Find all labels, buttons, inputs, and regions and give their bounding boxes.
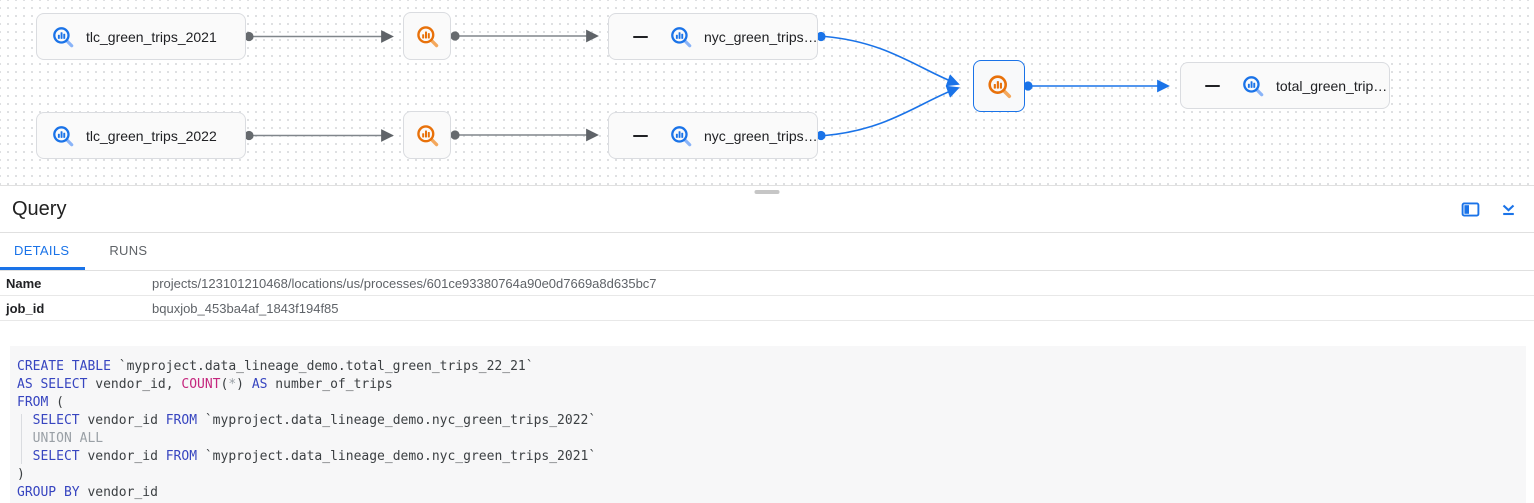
magnifier-chart-icon — [416, 25, 438, 47]
magnifier-chart-icon — [53, 125, 74, 146]
lineage-node-total-green-trips[interactable]: total_green_trip… — [1180, 62, 1390, 109]
lineage-node-nyc-green-trips-top[interactable]: nyc_green_trips… — [608, 13, 818, 60]
panel-header: Query — [0, 186, 1534, 233]
panel-title: Query — [12, 197, 67, 220]
code-line: CREATE TABLE `myproject.data_lineage_dem… — [17, 359, 534, 374]
code-line: ) — [17, 467, 25, 482]
sql-code-lines: CREATE TABLE `myproject.data_lineage_dem… — [17, 358, 1526, 502]
node-label: tlc_green_trips_2022 — [86, 127, 217, 144]
node-label: tlc_green_trips_2021 — [86, 28, 217, 45]
lineage-edges — [244, 29, 1170, 142]
details-table: Name projects/123101210468/locations/us/p… — [0, 271, 1534, 321]
panel-drag-handle[interactable] — [754, 190, 780, 194]
node-label: nyc_green_trips… — [704, 127, 817, 144]
collapse-panel-icon[interactable] — [1498, 199, 1518, 219]
code-line: AS SELECT vendor_id, COUNT(*) AS number_… — [17, 377, 393, 392]
code-line: SELECT vendor_id FROM `myproject.data_li… — [32, 449, 597, 464]
detail-label: Name — [6, 275, 42, 291]
lineage-node-process-bottom[interactable] — [403, 111, 451, 159]
lineage-node-tlc-green-trips-2022[interactable]: tlc_green_trips_2022 — [36, 112, 246, 159]
code-line: UNION ALL — [32, 431, 104, 446]
node-label: nyc_green_trips… — [704, 28, 817, 45]
magnifier-chart-icon — [416, 124, 438, 146]
sql-code-block: CREATE TABLE `myproject.data_lineage_dem… — [10, 346, 1526, 503]
tab-runs[interactable]: RUNS — [109, 243, 148, 258]
detail-value: projects/123101210468/locations/us/proce… — [152, 275, 657, 291]
lineage-node-process-top[interactable] — [403, 12, 451, 60]
magnifier-chart-icon — [1243, 75, 1264, 96]
magnifier-chart-icon — [671, 26, 692, 47]
indent-guide — [21, 414, 22, 464]
split-view-icon[interactable] — [1460, 199, 1480, 219]
collapse-columns-icon[interactable] — [633, 35, 648, 38]
panel-header-icons — [1460, 199, 1518, 219]
detail-row-job_id: job_id bquxjob_453ba4af_1843f194f85 — [0, 296, 1534, 321]
code-line: GROUP BY vendor_id — [17, 485, 158, 500]
tab-details[interactable]: DETAILS — [0, 234, 86, 270]
magnifier-chart-icon — [671, 125, 692, 146]
node-label: total_green_trip… — [1276, 77, 1388, 94]
lineage-node-process-selected[interactable] — [973, 60, 1025, 112]
code-line: FROM ( — [17, 395, 64, 410]
detail-value: bquxjob_453ba4af_1843f194f85 — [152, 300, 339, 316]
detail-row-name: Name projects/123101210468/locations/us/p… — [0, 271, 1534, 296]
panel-tabs: DETAILS RUNS — [0, 233, 1534, 271]
collapse-columns-icon[interactable] — [633, 134, 648, 137]
lineage-canvas[interactable]: tlc_green_trips_2021 nyc_green_trips… tl… — [0, 0, 1534, 186]
query-panel: Query DETAILS RUNS Name projects/123101210… — [0, 186, 1534, 503]
code-line: SELECT vendor_id FROM `myproject.data_li… — [32, 413, 597, 428]
magnifier-chart-icon — [987, 74, 1011, 98]
detail-label: job_id — [6, 300, 45, 316]
lineage-node-nyc-green-trips-bottom[interactable]: nyc_green_trips… — [608, 112, 818, 159]
magnifier-chart-icon — [53, 26, 74, 47]
collapse-columns-icon[interactable] — [1205, 84, 1220, 87]
lineage-node-tlc-green-trips-2021[interactable]: tlc_green_trips_2021 — [36, 13, 246, 60]
